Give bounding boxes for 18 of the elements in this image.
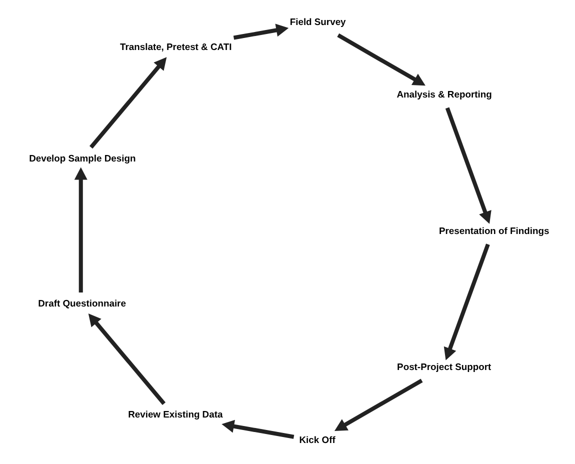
node-text: Translate, Pretest & CATI [120, 41, 232, 52]
arrow [445, 107, 492, 224]
arrow [90, 57, 167, 149]
arrow [74, 167, 88, 292]
arrow [233, 24, 289, 40]
node-text: Analysis & Reporting [396, 88, 492, 100]
node-text: Develop Sample Design [29, 152, 136, 164]
arrow [334, 378, 423, 431]
node-text: Review Existing Data [128, 408, 223, 420]
node-text: Field Survey [290, 16, 346, 27]
node-text: Kick Off [299, 434, 336, 445]
arrow [337, 33, 426, 86]
arrow [222, 420, 294, 439]
node-text: Presentation of Findings [438, 224, 550, 236]
arrow [88, 314, 166, 405]
arrow [444, 244, 490, 360]
node-text: Draft Questionnaire [38, 297, 126, 308]
node-text: Post-Project Support [397, 361, 492, 372]
